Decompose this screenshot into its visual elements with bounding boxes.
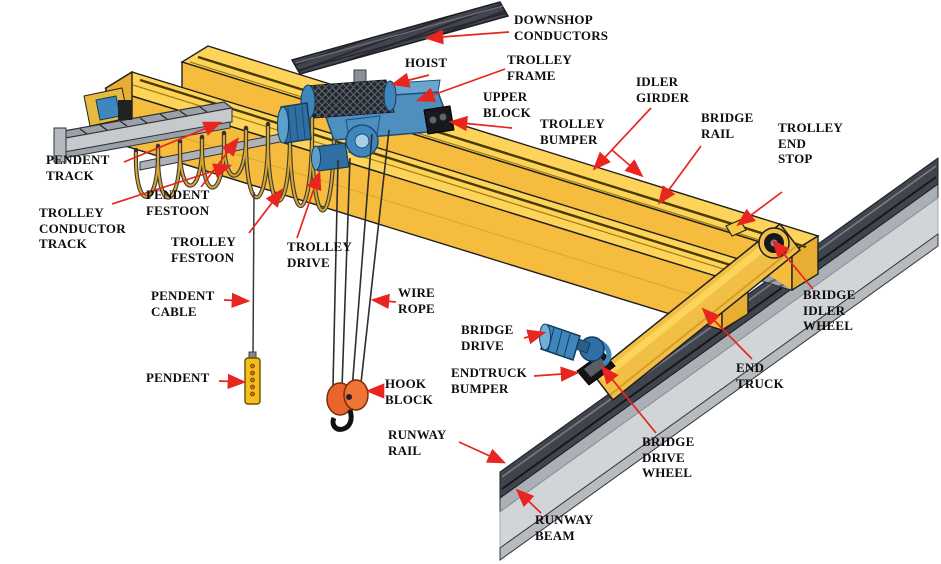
wire-ropes-graphic [332,129,390,393]
leader-arrows [111,29,814,514]
label-trolley-end-stop: TROLLEY END STOP [778,120,843,166]
pendent-track-graphic [53,87,234,163]
label-runway-rail: RUNWAY RAIL [388,427,447,458]
label-trolley-drive: TROLLEY DRIVE [287,239,352,270]
hook-graphic [330,409,354,432]
label-upper-block: UPPER BLOCK [483,89,531,120]
pendent-graphic [244,191,261,405]
downshop-conductors-graphic [290,1,510,101]
label-bridge-idler-wheel: BRIDGE IDLER WHEEL [803,287,856,333]
label-pendent-festoon: PENDENT FESTOON [146,187,210,218]
label-pendent-cable: PENDENT CABLE [151,288,215,319]
label-end-truck: END TRUCK [736,360,784,391]
label-bridge-rail: BRIDGE RAIL [701,110,754,141]
hook-block-graphic [326,379,369,432]
bridge-rail-graphic [197,55,807,249]
bridge-drive-graphic [539,323,612,366]
trolley-graphic [277,79,455,172]
label-hook-block: HOOK BLOCK [385,376,433,407]
hoist-drum-graphic [300,79,397,120]
hoist-motor-graphic [277,102,312,144]
label-endtruck-bumper: ENDTRUCK BUMPER [451,365,527,396]
pendent-cable-graphic [252,191,255,359]
label-pendent: PENDENT [146,370,210,385]
label-pendent-track: PENDENT TRACK [46,152,110,183]
label-trolley-festoon: TROLLEY FESTOON [171,234,236,265]
label-downshop-conductors: DOWNSHOP CONDUCTORS [514,12,609,43]
label-wire-rope: WIRE ROPE [398,285,435,316]
label-runway-beam: RUNWAY BEAM [535,512,594,543]
label-hoist: HOIST [405,55,448,70]
label-trolley-frame: TROLLEY FRAME [507,52,572,83]
label-idler-girder: IDLER GIRDER [636,74,690,105]
end-truck-graphic [539,222,802,402]
trolley-drive-motor-graphic [311,142,350,172]
label-bridge-drive: BRIDGE DRIVE [461,322,514,353]
label-trolley-conductor-track: TROLLEY CONDUCTOR TRACK [39,205,126,251]
label-trolley-bumper: TROLLEY BUMPER [540,116,605,147]
label-bridge-drive-wheel: BRIDGE DRIVE WHEEL [642,434,695,480]
upper-block-graphic [423,105,455,135]
